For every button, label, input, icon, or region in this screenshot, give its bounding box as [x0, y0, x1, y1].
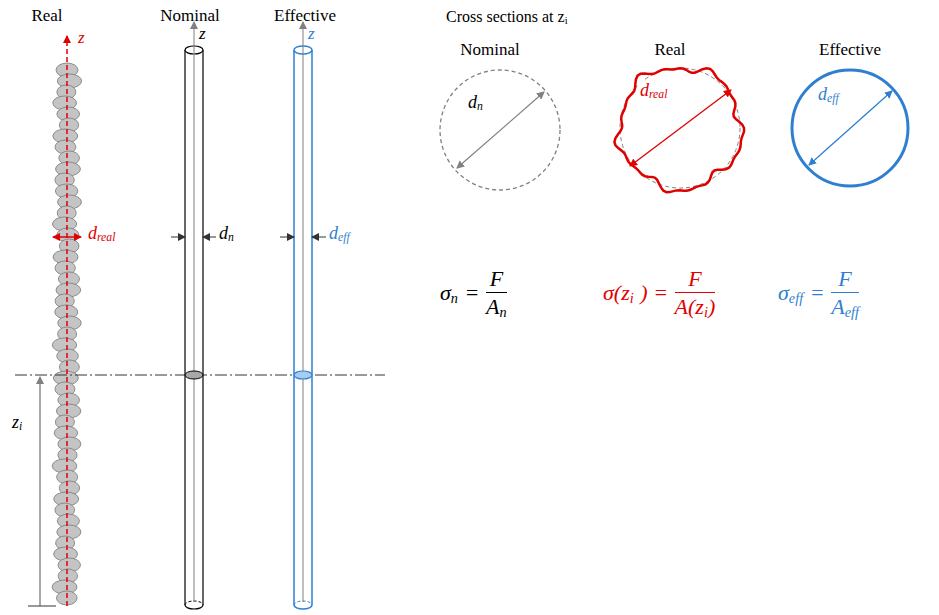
- diameter-arrow: [203, 237, 216, 238]
- label-text: F: [688, 266, 701, 291]
- label-text: σ(z: [603, 280, 630, 305]
- fraction-bar: [486, 292, 507, 293]
- section-ellipse: [294, 371, 312, 379]
- label-text: Real: [654, 40, 685, 60]
- text-group: deff: [816, 84, 841, 105]
- denominator: Aeff: [831, 294, 859, 319]
- label-text: eff: [845, 304, 859, 320]
- dimension-line: [40, 377, 41, 606]
- label-text: Nominal: [160, 6, 220, 26]
- effective-axis: [303, 22, 304, 602]
- cylinder-end: [185, 605, 203, 609]
- text-group: dreal: [638, 80, 669, 101]
- label-text: z: [199, 24, 206, 44]
- diameter-arrow: [280, 237, 294, 238]
- label-text: Effective: [274, 6, 336, 26]
- cylinder-end: [294, 605, 312, 609]
- label-text: eff: [789, 290, 803, 306]
- label-text: ): [708, 294, 715, 319]
- label-text: z: [78, 28, 85, 48]
- numerator: F: [838, 266, 851, 291]
- text-group: Effective: [274, 6, 336, 26]
- real-section: [614, 68, 744, 192]
- real-axis: [66, 36, 68, 606]
- effective-circle: [792, 70, 908, 186]
- nominal-circle: [440, 70, 560, 190]
- label-text: i: [565, 15, 568, 27]
- label-text: d: [468, 92, 477, 113]
- section-ellipse: [185, 371, 203, 379]
- label-text: Effective: [819, 40, 881, 60]
- fraction: FAeff: [831, 266, 859, 320]
- label-text: i: [630, 290, 634, 306]
- numerator: F: [688, 266, 701, 291]
- label-text: z: [12, 412, 19, 433]
- label-text: d: [88, 223, 97, 244]
- label-text: d: [640, 80, 649, 101]
- fraction-bar: [831, 292, 859, 293]
- label-text: F: [838, 266, 851, 291]
- diameter-arrow: [171, 237, 185, 238]
- label-text: =: [810, 280, 825, 305]
- label-text: z: [308, 24, 315, 44]
- text-group: Real: [31, 6, 62, 26]
- label-text: F: [490, 266, 503, 291]
- label-text: Cross sections at z: [446, 8, 565, 26]
- label-text: d: [329, 223, 338, 244]
- label-text: d: [818, 84, 827, 105]
- label-text: =: [465, 280, 480, 305]
- denominator: An: [486, 294, 507, 319]
- text-group: σn=FAn: [440, 266, 507, 320]
- diameter-arrow: [53, 236, 81, 238]
- text-group: z: [78, 28, 85, 48]
- label-text: A(z: [675, 294, 704, 319]
- diameter-arrow: [457, 92, 544, 168]
- label-text: Nominal: [460, 40, 520, 60]
- cylinder-edge: [293, 50, 295, 605]
- text-group: deff: [329, 223, 350, 244]
- diameter-arrow: [630, 90, 731, 166]
- cylinder-edge: [184, 50, 185, 605]
- label-text: n: [500, 304, 507, 320]
- text-group: dn: [466, 92, 485, 113]
- text-group: z: [308, 24, 315, 44]
- label-text: σ: [440, 280, 451, 305]
- numerator: F: [490, 266, 503, 291]
- label-text: n: [228, 231, 234, 244]
- text-group: z: [199, 24, 206, 44]
- text-group: Effective: [819, 40, 881, 60]
- label-text: Real: [31, 6, 62, 26]
- label-text: ) =: [640, 280, 668, 305]
- label-text: σ: [778, 280, 789, 305]
- label-text: eff: [827, 92, 839, 105]
- label-text: d: [219, 223, 228, 244]
- diameter-arrow: [312, 237, 326, 238]
- text-group: dn: [219, 223, 234, 244]
- label-text: eff: [338, 231, 350, 244]
- dimension-tick: [28, 605, 56, 606]
- text-group: Real: [654, 40, 685, 60]
- text-group: Cross sections at zi: [446, 8, 568, 26]
- label-text: real: [97, 231, 115, 244]
- label-text: i: [704, 304, 708, 320]
- text-group: σeff=FAeff: [778, 266, 859, 320]
- denominator: A(zi): [675, 294, 716, 319]
- text-group: Nominal: [160, 6, 220, 26]
- label-text: n: [477, 100, 483, 113]
- label-text: i: [19, 420, 22, 433]
- text-group: Nominal: [460, 40, 520, 60]
- fraction: FAn: [486, 266, 507, 320]
- label-text: real: [649, 88, 667, 101]
- text-group: zi: [12, 412, 22, 433]
- label-text: n: [451, 290, 458, 306]
- fraction-bar: [675, 292, 716, 293]
- fraction: F A(zi): [675, 266, 716, 320]
- text-group: dreal: [88, 223, 115, 244]
- cylinder-edge: [202, 50, 203, 605]
- text-group: σ(zi) =FA(zi): [603, 266, 715, 320]
- label-text: A: [831, 294, 844, 319]
- cylinder-edge: [311, 50, 313, 605]
- nominal-axis: [194, 22, 195, 602]
- label-text: A: [486, 294, 499, 319]
